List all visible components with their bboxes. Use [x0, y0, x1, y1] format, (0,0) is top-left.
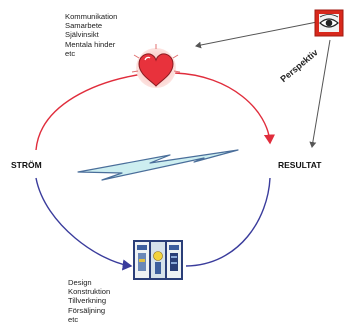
bottom-list-item: Tillverkning	[68, 296, 107, 306]
bottom-list-item: Konstruktion	[68, 287, 111, 297]
eye-icon	[314, 9, 344, 37]
perspective-label: Perspektiv	[278, 47, 319, 84]
node-label-strom: STRÖM	[11, 160, 42, 170]
top-list-item: Självinsikt	[65, 30, 99, 40]
upper-arc	[35, 72, 151, 151]
top-list-item: Mentala hinder	[65, 39, 116, 49]
perspective-arrow-right	[309, 39, 331, 148]
upper-arc-right	[174, 72, 276, 145]
bottom-list-item: etc	[68, 314, 79, 324]
bottom-list: Design Konstruktion Tillverkning Försälj…	[68, 278, 110, 324]
top-list-item: Kommunikation	[65, 12, 118, 21]
lower-arc	[35, 177, 133, 271]
top-list: Kommunikation Samarbete Självinsikt Ment…	[65, 12, 117, 58]
bottom-list-item: Design	[68, 278, 92, 287]
lower-arc-right	[185, 177, 271, 267]
bottom-list-item: Försäljning	[68, 305, 106, 315]
top-list-item: Samarbete	[65, 21, 103, 31]
node-label-resultat: RESULTAT	[278, 160, 322, 170]
lightning-bolt-icon	[77, 149, 239, 181]
perspective-arrow-left	[195, 21, 318, 49]
machines-icon	[133, 240, 183, 280]
heart-icon	[131, 44, 181, 88]
top-list-item: etc	[65, 48, 76, 58]
